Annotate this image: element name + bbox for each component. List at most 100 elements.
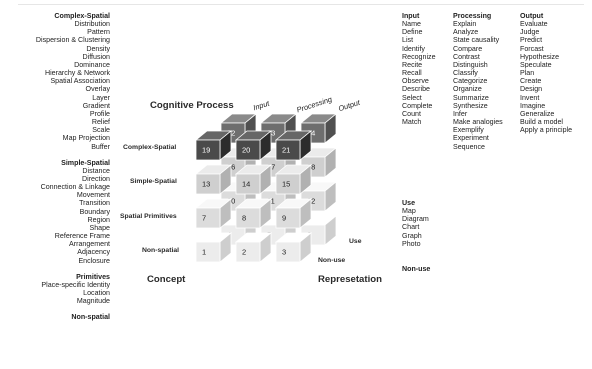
input-verb: Recognize <box>402 52 436 61</box>
concept-item: Dispersion & Clustering <box>35 36 110 45</box>
row-label-nonspatial: Non-spatial <box>142 247 180 254</box>
representation-item: Photo <box>402 239 421 248</box>
concept-item: Arrangement <box>68 240 110 249</box>
cube-front-face <box>235 241 261 263</box>
output-verb: Design <box>520 85 543 94</box>
cell-number: 8 <box>242 213 246 222</box>
concept-item: Dominance <box>74 60 110 69</box>
processing-verb: Infer <box>453 109 468 118</box>
representation-item: Graph <box>402 231 422 240</box>
concept-item: Distance <box>82 166 110 175</box>
concept-item: Buffer <box>91 142 110 151</box>
concept-item: Movement <box>76 191 110 200</box>
concept-heading-nonspatial: Non-spatial <box>71 313 110 322</box>
output-verb: Build a model <box>520 118 563 127</box>
concept-item: Reference Frame <box>54 232 110 241</box>
cell-number: 21 <box>282 145 290 154</box>
concept-item: Region <box>87 215 110 224</box>
representation-item: Map <box>402 207 416 216</box>
cell-number: 9 <box>282 213 286 222</box>
processing-verb: Compare <box>453 44 483 53</box>
output-heading: Output <box>520 12 544 20</box>
cube-front-face <box>235 207 261 229</box>
use-heading: Use <box>402 199 416 207</box>
concept-item: Distribution <box>74 20 110 29</box>
concept-item: Connection & Linkage <box>40 183 110 192</box>
concept-item: Enclosure <box>78 256 110 265</box>
output-verb: Create <box>520 77 542 86</box>
processing-verb: Contrast <box>453 52 480 61</box>
nonuse-list: Non-use <box>402 265 430 273</box>
cube-front-face <box>275 207 301 229</box>
concept-item: Location <box>83 289 110 297</box>
cell-number: 3 <box>282 247 286 256</box>
processing-heading: Processing <box>453 12 492 20</box>
row-label-primitives: Spatial Primitives <box>120 213 177 220</box>
concept-item: Adjacency <box>77 248 110 257</box>
input-verb: Define <box>402 28 423 37</box>
cell-number: 14 <box>242 179 250 188</box>
nonuse-axis-label: Non-use <box>318 257 346 264</box>
input-verb: Count <box>402 109 421 118</box>
output-verb: Plan <box>520 69 535 78</box>
input-verb: List <box>402 36 414 45</box>
concept-item: Spatial Association <box>50 77 110 86</box>
concept-item: Pattern <box>87 28 110 37</box>
cell-number: 15 <box>282 179 290 188</box>
processing-verb: Make analogies <box>453 118 503 127</box>
processing-verb: Synthesize <box>453 101 488 110</box>
input-verb: Describe <box>402 85 430 94</box>
representation-axis-label: Represetation <box>318 274 382 285</box>
cell-number: 20 <box>242 145 250 154</box>
processing-verb: Experiment <box>453 134 489 143</box>
input-verb: Select <box>402 93 422 102</box>
concept-heading-simple: Simple-Spatial <box>61 158 110 167</box>
cube-front-face <box>275 139 301 161</box>
concept-item: Profile <box>89 109 110 118</box>
cell-number: 1 <box>202 247 206 256</box>
output-verb: Invent <box>520 93 540 102</box>
cube-front-face <box>235 139 261 161</box>
use-axis-label: Use <box>349 238 362 245</box>
cell-number: 19 <box>202 145 210 154</box>
processing-verb: Summarize <box>453 93 489 102</box>
output-verb: Generalize <box>520 109 555 118</box>
concept-item: Relief <box>91 118 110 127</box>
input-verb: Recite <box>402 60 423 69</box>
nonuse-heading: Non-use <box>402 265 431 273</box>
processing-verb: Categorize <box>453 77 488 86</box>
processing-verb: Explain <box>453 20 477 29</box>
concept-item: Diffusion <box>82 52 110 61</box>
output-verb: Evaluate <box>520 20 548 29</box>
concept-item: Density <box>86 44 110 53</box>
processing-verb: Organize <box>453 85 482 94</box>
processing-verb: Distinguish <box>453 60 488 69</box>
output-verb: Hypothesize <box>520 52 560 61</box>
concept-item: Map Projection <box>62 134 110 143</box>
input-verb: Identify <box>402 44 425 53</box>
processing-verb: Classify <box>453 69 478 78</box>
input-verb: Complete <box>402 101 433 110</box>
input-verb: Recall <box>402 69 422 78</box>
concept-item: Magnitude <box>76 297 110 306</box>
output-verb: Forcast <box>520 44 544 53</box>
cube-front-face <box>195 241 221 263</box>
concept-item: Layer <box>92 93 110 102</box>
processing-verb: Sequence <box>453 142 485 151</box>
cell-number: 7 <box>202 213 206 222</box>
input-verb: Observe <box>402 77 429 86</box>
concept-item: Boundary <box>79 207 110 216</box>
output-verb: Apply a principle <box>520 126 573 135</box>
processing-verb: Analyze <box>453 28 479 37</box>
input-verb: Match <box>402 118 422 127</box>
concept-item: Scale <box>92 126 110 135</box>
